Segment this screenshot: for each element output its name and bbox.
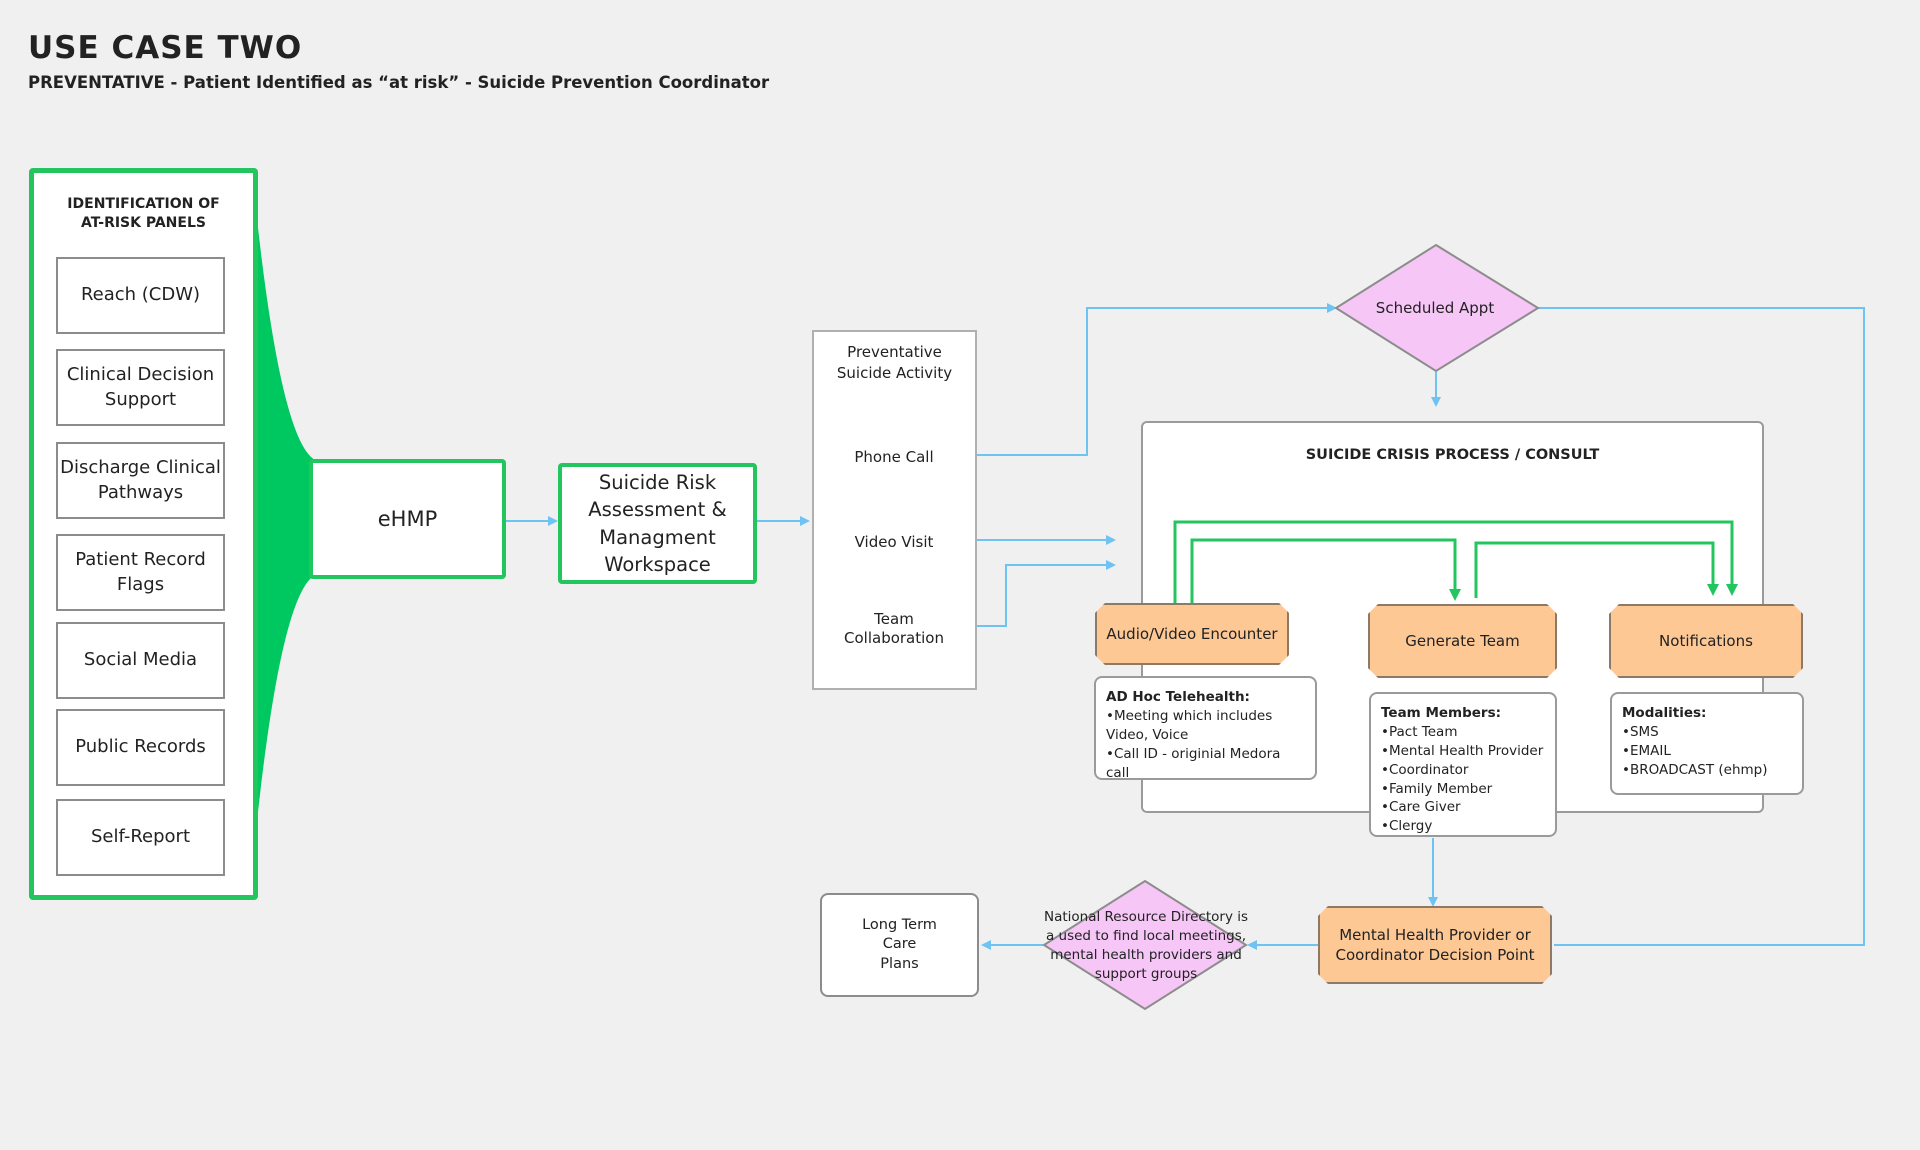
modality-item: SMS [1622,723,1792,742]
team-members-box: Team Members: Pact Team Mental Health Pr… [1369,692,1557,837]
panel-item-self-report[interactable]: Self-Report [56,799,225,876]
long-term-care-plans[interactable]: Long Term Care Plans [820,893,979,997]
workspace-box[interactable]: Suicide Risk Assessment & Managment Work… [558,463,757,584]
team-member-item: Mental Health Provider [1381,742,1545,761]
generate-team[interactable]: Generate Team [1368,604,1557,678]
arrow-scheduled-loop [1536,307,1865,946]
panel-item-clinical-decision-support[interactable]: Clinical Decision Support [56,349,225,426]
identification-heading-line2: AT-RISK PANELS [81,214,206,231]
decision-point[interactable]: Mental Health Provider or Coordinator De… [1318,906,1552,984]
adhoc-item: Call ID - originial Medora call [1106,745,1305,783]
panel-item-patient-record-flags[interactable]: Patient Record Flags [56,534,225,611]
notifications[interactable]: Notifications [1609,604,1803,678]
video-visit-label[interactable]: Video Visit [854,533,934,551]
modalities-heading: Modalities: [1622,705,1707,721]
team-members-heading: Team Members: [1381,705,1502,721]
arrow-team-to-crisis [969,560,1116,627]
team-member-item: Coordinator [1381,761,1545,780]
scheduled-appt-label[interactable]: Scheduled Appt [1375,299,1495,317]
page-subtitle: PREVENTATIVE - Patient Identified as “at… [28,73,770,92]
team-member-item: Care Giver [1381,798,1545,817]
panel-item-discharge-pathways[interactable]: Discharge Clinical Pathways [56,442,225,519]
modality-item: BROADCAST (ehmp) [1622,761,1792,780]
phone-call-label[interactable]: Phone Call [854,448,934,466]
directory-diamond [1042,879,1248,1011]
funnel-shape [255,200,315,840]
adhoc-telehealth-box: AD Hoc Telehealth: Meeting which include… [1094,676,1317,783]
panel-item-reach[interactable]: Reach (CDW) [56,257,225,334]
arrow-phone-to-scheduled [969,303,1337,456]
identification-heading-line1: IDENTIFICATION OF [67,196,220,212]
scheduled-appt-diamond [1334,243,1540,373]
page-title: USE CASE TWO [28,30,303,66]
team-member-item: Pact Team [1381,723,1545,742]
team-member-item: Family Member [1381,780,1545,799]
adhoc-item: Meeting which includes Video, Voice [1106,707,1305,745]
team-collab-label[interactable]: Team Collaboration [844,609,944,648]
modality-item: EMAIL [1622,742,1792,761]
modalities-box: Modalities: SMS EMAIL BROADCAST (ehmp) [1610,692,1804,795]
adhoc-heading: AD Hoc Telehealth: [1106,689,1250,705]
crisis-title: SUICIDE CRISIS PROCESS / CONSULT [1305,447,1600,463]
directory-label[interactable]: National Resource Directory is a used to… [1043,909,1249,982]
identification-heading: IDENTIFICATION OF AT-RISK PANELS [34,195,253,233]
audio-video-encounter[interactable]: Audio/Video Encounter [1095,603,1289,665]
team-member-item: Clergy [1381,817,1545,836]
ehmp-box[interactable]: eHMP [309,459,506,579]
panel-item-social-media[interactable]: Social Media [56,622,225,699]
panel-item-public-records[interactable]: Public Records [56,709,225,786]
activity-column: Preventative Suicide Activity [812,330,977,690]
activity-title: Preventative Suicide Activity [836,343,953,382]
